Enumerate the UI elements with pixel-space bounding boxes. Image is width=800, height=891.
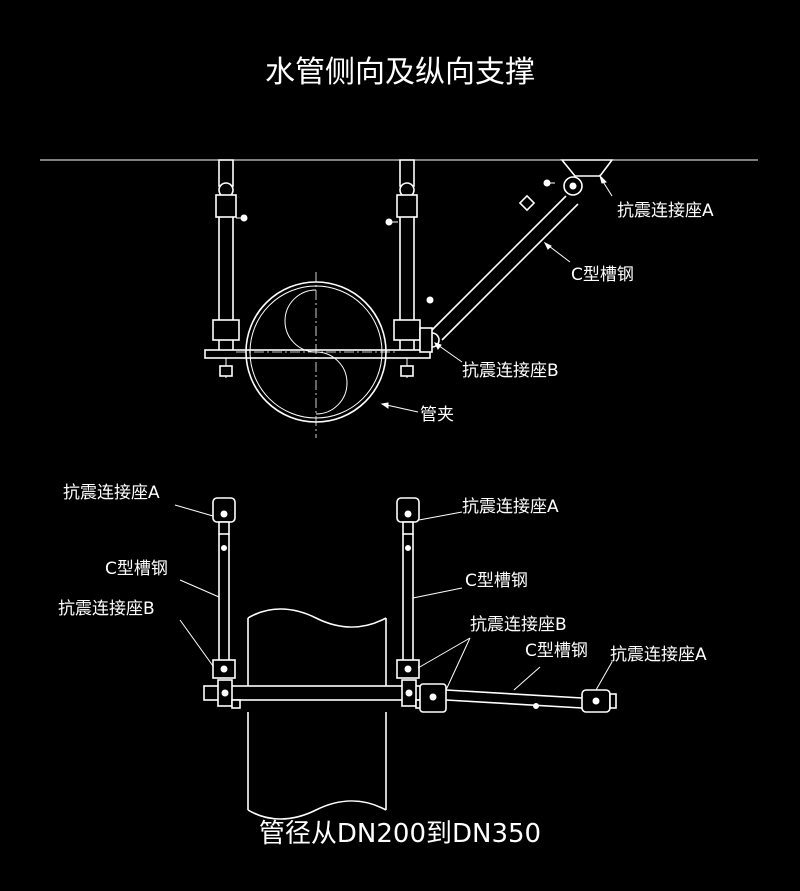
right-hanger	[385, 159, 421, 350]
label-seat-a: 抗震连接座A	[617, 201, 714, 221]
label-clamp: 管夹	[420, 405, 454, 425]
label-right-seat-a: 抗震连接座A	[462, 497, 559, 517]
longitudinal-brace	[419, 683, 617, 713]
diagonal-brace	[419, 159, 614, 353]
diagram-footer: 管径从DN200到DN350	[259, 819, 541, 849]
top-view: 抗震连接座A C型槽钢 抗震连接座B 管夹	[40, 159, 758, 438]
label-left-seat-b: 抗震连接座B	[58, 599, 155, 619]
pipe-top-break	[247, 608, 387, 628]
label-end-seat-a: 抗震连接座A	[610, 645, 707, 665]
label-right-channel: C型槽钢	[465, 571, 528, 591]
label-left-seat-a: 抗震连接座A	[63, 483, 160, 503]
label-mid-channel: C型槽钢	[525, 641, 588, 661]
label-seat-b: 抗震连接座B	[462, 361, 559, 381]
label-channel: C型槽钢	[571, 265, 634, 285]
label-mid-seat-b: 抗震连接座B	[470, 615, 567, 635]
label-left-channel: C型槽钢	[105, 559, 168, 579]
diagram-title: 水管侧向及纵向支撑	[265, 55, 535, 90]
left-hanger	[212, 159, 248, 350]
bottom-view: 抗震连接座A C型槽钢 抗震连接座B 抗震连接座A C型槽钢 抗震连接座B C型…	[58, 483, 707, 820]
left-vertical-brace	[212, 497, 236, 679]
clamp-plate	[204, 349, 431, 359]
pipe-bottom-break	[247, 800, 387, 820]
right-vertical-brace	[396, 497, 420, 679]
